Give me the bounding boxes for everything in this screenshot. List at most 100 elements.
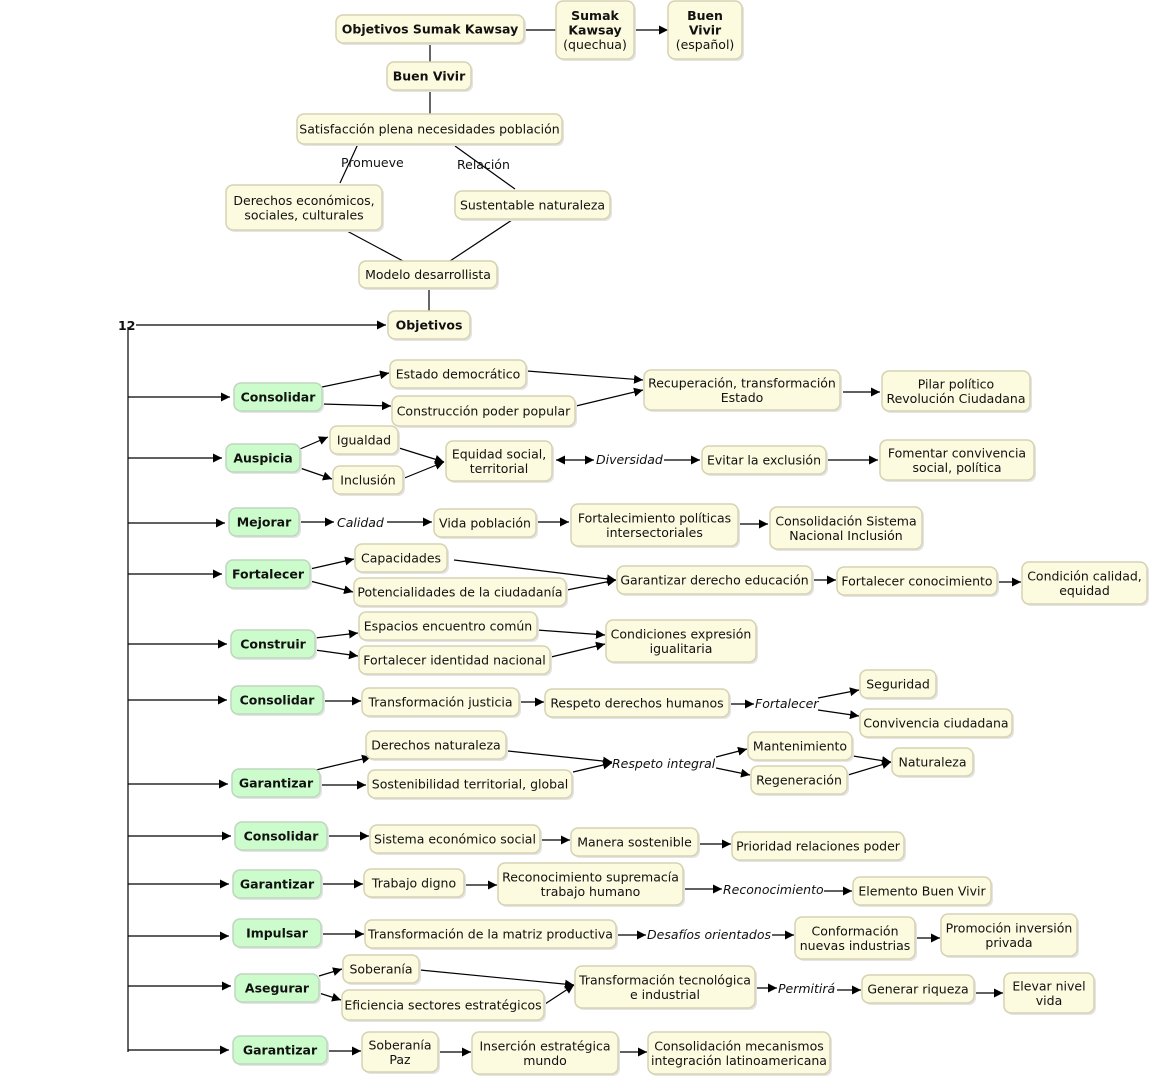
node-label: Garantizar derecho educación <box>620 573 808 588</box>
node-label: Regeneración <box>756 773 842 788</box>
verb-node-v5: Construir <box>230 629 317 660</box>
link-label-fortalecer: Fortalecer <box>755 696 819 711</box>
node-label: Transformación justicia <box>367 695 512 710</box>
connector <box>715 767 751 778</box>
node-box <box>225 184 383 231</box>
node-box <box>358 611 538 641</box>
verb-node-v2: Auspicia <box>225 443 302 474</box>
node-box <box>225 443 301 473</box>
node-label-line: Soberanía <box>368 1037 431 1052</box>
objective-count: 12 <box>118 318 135 333</box>
node-label-line: Transformación justicia <box>367 695 512 710</box>
verb-node-v7: Garantizar <box>231 768 322 799</box>
node-label-line: e industrial <box>630 987 700 1002</box>
verb-node-v11: Asegurar <box>234 973 321 1004</box>
node-label-line: Paz <box>389 1052 411 1067</box>
node-box <box>433 508 537 538</box>
connector <box>318 992 342 1002</box>
node-label-line: Fortalecer <box>232 567 305 582</box>
node-box <box>643 369 841 411</box>
node-label: Satisfacción plena necesidades población <box>299 122 559 137</box>
node-label-line: privada <box>985 935 1032 950</box>
link-label-permitira: Permitirá <box>778 981 836 996</box>
node-label-line: Naturaleza <box>898 755 966 770</box>
node-label-line: Elemento Buen Vivir <box>858 884 986 899</box>
node-box <box>234 973 320 1003</box>
node-box <box>354 543 448 573</box>
node-label-line: Auspicia <box>233 451 292 466</box>
connector <box>309 556 355 570</box>
connector <box>318 967 343 977</box>
link-label-reconocimiento: Reconocimiento <box>723 882 824 897</box>
concept-node-prioridad: Prioridad relaciones poder <box>731 831 906 862</box>
node-label: Sostenibilidad territorial, global <box>372 777 568 792</box>
connector <box>398 447 445 464</box>
node-box <box>747 731 853 761</box>
verb-node-v9: Garantizar <box>232 869 323 900</box>
node-box <box>341 989 545 1021</box>
node-label-line: Consolidación Sistema <box>775 513 916 528</box>
node-box <box>497 862 684 906</box>
node-label: Potencialidades de la ciudadanía <box>357 585 562 600</box>
node-label-line: Condiciones expresión <box>611 626 752 641</box>
node-label: Construcción poder popular <box>397 404 571 419</box>
node-label: Capacidades <box>361 551 441 566</box>
concept-node-satis: Satisfacción plena necesidades población <box>296 113 564 146</box>
node-label-line: Seguridad <box>866 677 930 692</box>
node-label: Equidad social,territorial <box>452 446 546 476</box>
node-label: Sistema económico social <box>374 832 536 847</box>
concept-node-regen: Regeneración <box>750 765 849 796</box>
connector <box>566 577 617 591</box>
connector <box>401 461 445 480</box>
node-label-line: Sumak <box>571 8 619 23</box>
node-label-line: Objetivos Sumak Kawsay <box>342 22 518 37</box>
concept-node-modelo: Modelo desarrollista <box>358 260 499 290</box>
connector <box>526 370 644 384</box>
node-label-line: Construir <box>240 637 306 652</box>
node-label-line: Reconocimiento supremacía <box>502 869 679 884</box>
node-label: Soberanía <box>349 962 412 977</box>
concept-node-objsk: Objetivos Sumak Kawsay <box>335 14 526 45</box>
node-box <box>231 768 321 798</box>
connector <box>315 754 372 771</box>
connector <box>852 755 892 766</box>
node-box <box>891 747 974 777</box>
node-label-line: Fortalecer identidad nacional <box>363 653 545 668</box>
node-label-line: Pilar político <box>918 376 994 391</box>
connector <box>817 709 860 720</box>
node-label: Prioridad relaciones poder <box>736 839 901 854</box>
node-label: Impulsar <box>246 926 309 941</box>
connector <box>314 649 359 660</box>
node-label: Derechos naturaleza <box>371 738 500 753</box>
node-label-line: Elevar nivel <box>1012 978 1085 993</box>
node-label-line: Fortalecer conocimiento <box>841 574 992 589</box>
concept-node-soberania: Soberanía <box>342 954 421 985</box>
node-box <box>769 506 923 550</box>
node-label-line: Potencialidades de la ciudadanía <box>357 585 562 600</box>
connector <box>507 750 613 766</box>
concept-node-garder: Garantizar derecho educación <box>616 565 814 596</box>
node-label-line: vida <box>1036 993 1062 1008</box>
node-label-line: Garantizar derecho educación <box>620 573 808 588</box>
node-box <box>471 1031 619 1075</box>
concept-node-equidad: Equidad social,territorial <box>445 440 554 483</box>
node-label-line: Sustentable naturaleza <box>460 198 605 213</box>
node-label-line: trabajo humano <box>541 884 641 899</box>
node-box <box>233 382 323 412</box>
connector <box>715 746 748 758</box>
node-label: Evitar la exclusión <box>707 453 821 468</box>
node-label-line: intersectoriales <box>606 525 703 540</box>
concept-node-vida: Vida población <box>433 508 538 539</box>
node-label-line: Consolidación mecanismos <box>654 1038 824 1053</box>
node-label-line: Buen Vivir <box>393 69 466 84</box>
